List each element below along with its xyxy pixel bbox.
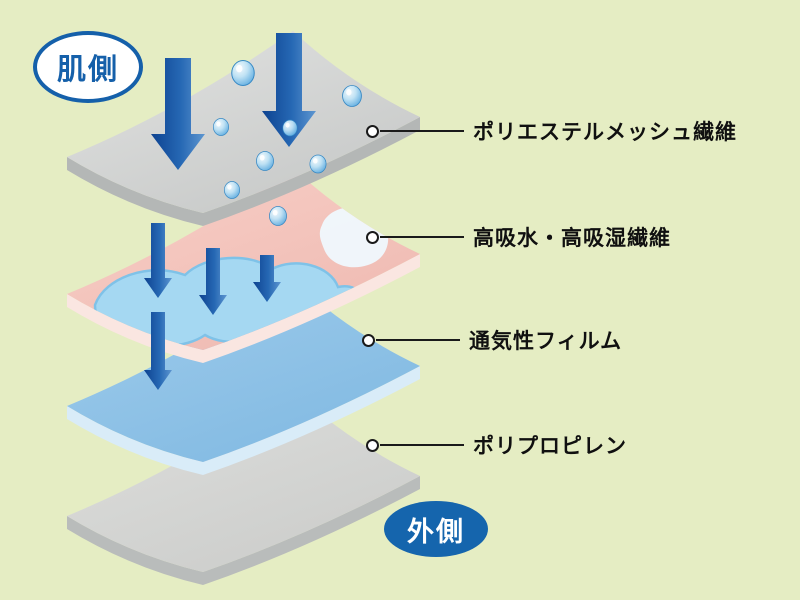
layer-label-polyester-mesh: ポリエステルメッシュ繊維 bbox=[473, 121, 737, 144]
callout-breathable-film: 通気性フィルム bbox=[362, 325, 622, 355]
layer-label-polypropylene: ポリプロピレン bbox=[473, 435, 627, 458]
absorption-arrows-middle bbox=[144, 223, 281, 390]
skin-side-badge: 肌側 bbox=[33, 31, 143, 103]
callout-polypropylene: ポリプロピレン bbox=[366, 430, 627, 460]
layer-breathable-film bbox=[67, 280, 420, 475]
marker-dot-icon bbox=[366, 124, 379, 138]
layer-polypropylene bbox=[67, 390, 420, 585]
layer-label-high-absorption-fiber: 高吸水・高吸湿繊維 bbox=[473, 227, 671, 250]
leader-line bbox=[380, 236, 464, 238]
callout-high-absorption-fiber: 高吸水・高吸湿繊維 bbox=[366, 222, 671, 252]
leader-line bbox=[380, 130, 464, 132]
water-droplets bbox=[213, 60, 362, 226]
outer-side-badge: 外側 bbox=[384, 501, 488, 557]
marker-dot-icon bbox=[366, 230, 379, 244]
layer-label-breathable-film: 通気性フィルム bbox=[469, 330, 623, 353]
leader-line bbox=[376, 339, 460, 341]
absorption-arrows-top bbox=[151, 33, 316, 170]
leader-line bbox=[380, 444, 464, 446]
callout-polyester-mesh: ポリエステルメッシュ繊維 bbox=[366, 116, 737, 146]
marker-dot-icon bbox=[366, 438, 379, 452]
marker-dot-icon bbox=[362, 333, 375, 347]
layer-polyester-mesh bbox=[67, 31, 420, 226]
